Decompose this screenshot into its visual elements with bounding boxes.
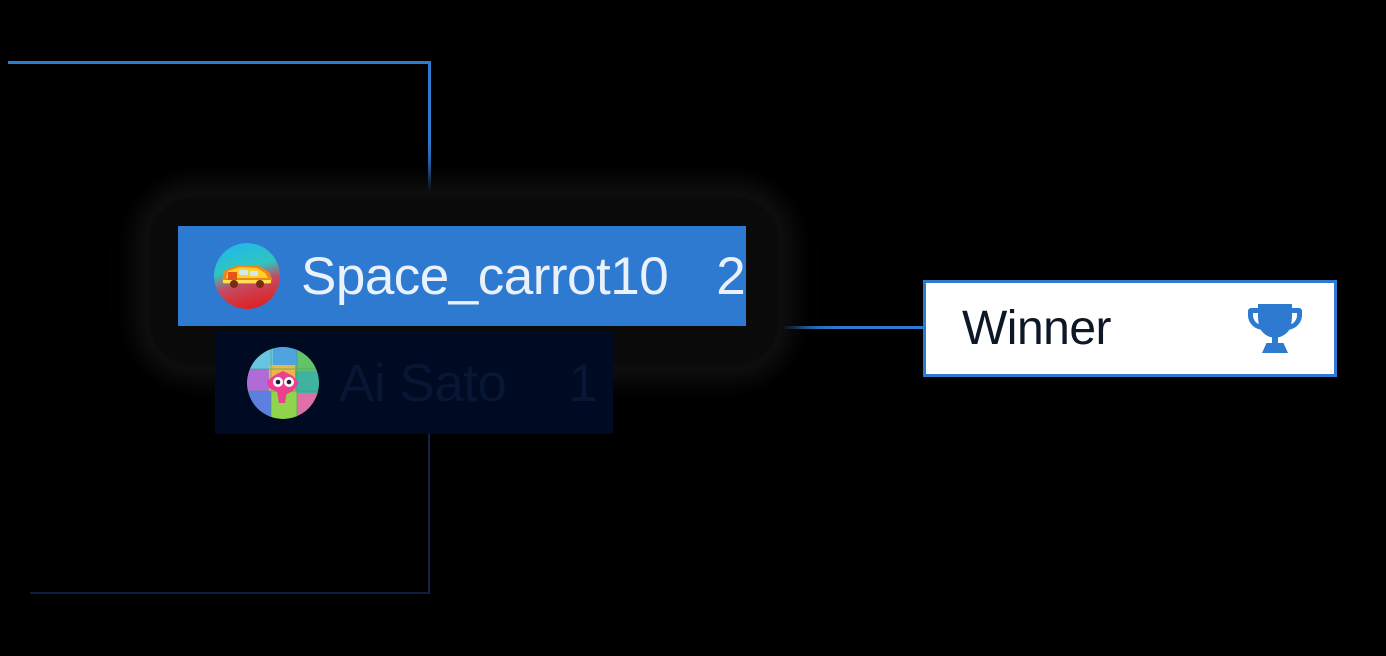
- car-avatar: [214, 243, 280, 309]
- trophy-icon: [1246, 301, 1304, 357]
- leaderboard-row-winner[interactable]: Space_carrot10 2: [178, 226, 746, 326]
- winner-callout: Winner: [923, 280, 1337, 377]
- player-score: 2: [716, 246, 746, 306]
- player-score: 1: [568, 353, 598, 413]
- player-name: Space_carrot10: [301, 246, 669, 306]
- player-name: Ai Sato: [339, 353, 507, 413]
- annotation-line-top: [8, 61, 431, 64]
- winner-label: Winner: [962, 302, 1112, 355]
- annotation-line-vertical-upper: [428, 61, 431, 228]
- leaderboard-row-second[interactable]: Ai Sato 1: [215, 332, 613, 434]
- annotation-line-winner-connector: [742, 326, 926, 329]
- puzzle-creature-avatar: [247, 347, 319, 419]
- annotation-line-bottom: [30, 592, 430, 594]
- annotation-line-vertical-lower: [428, 434, 430, 594]
